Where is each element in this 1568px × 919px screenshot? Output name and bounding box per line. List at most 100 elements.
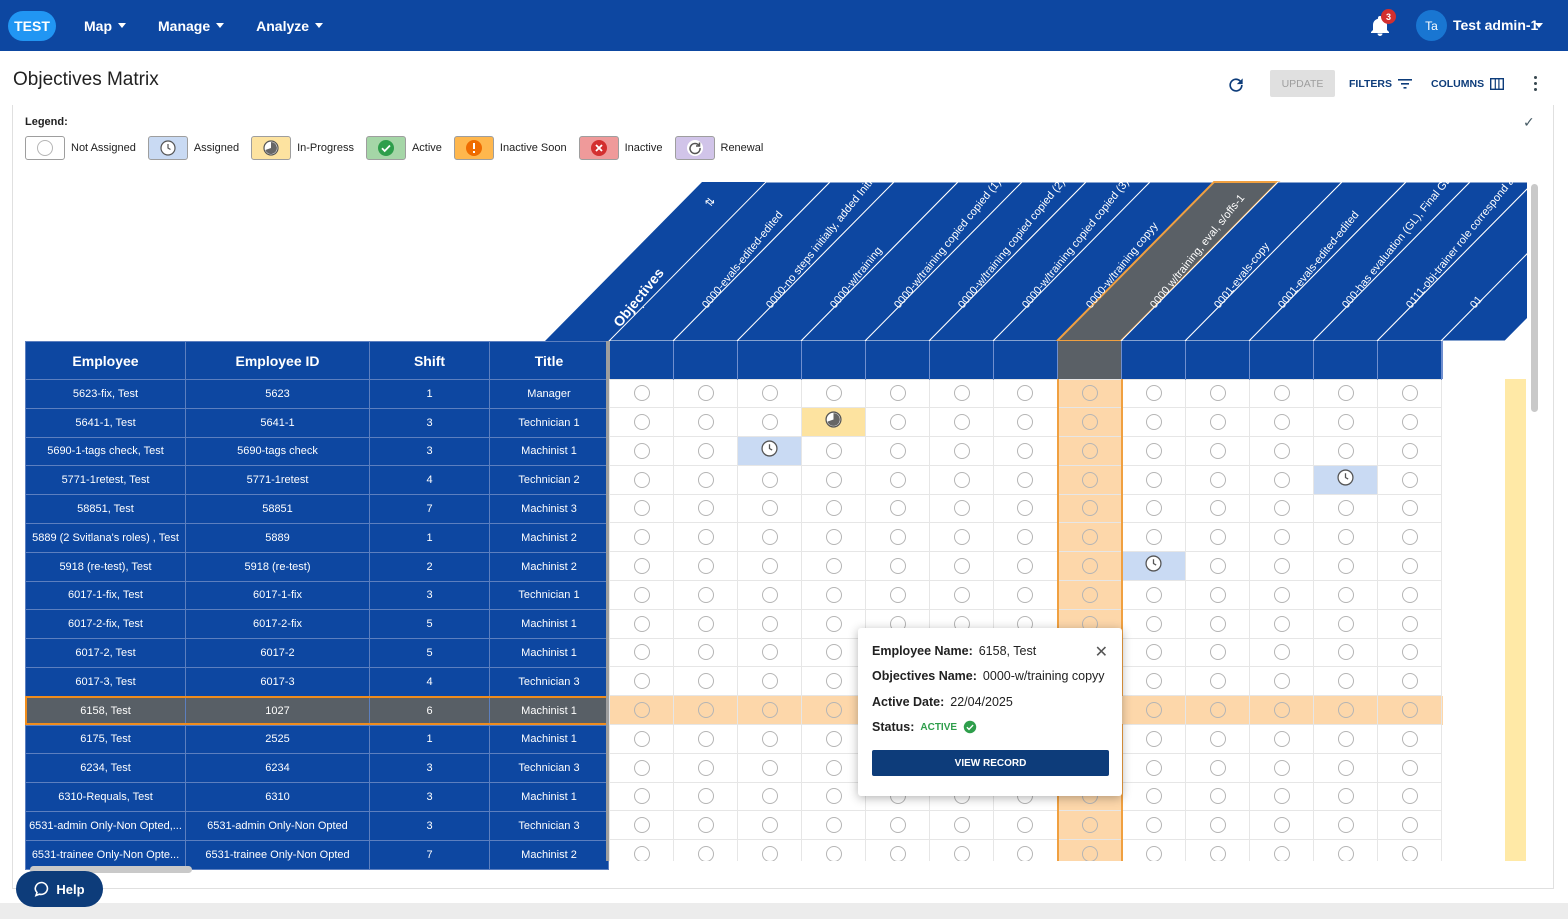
- matrix-cell[interactable]: [673, 724, 738, 754]
- matrix-cell[interactable]: [1185, 522, 1250, 553]
- user-name[interactable]: Test admin-1: [1453, 17, 1539, 33]
- matrix-cell[interactable]: [865, 493, 930, 524]
- matrix-cell[interactable]: [1313, 493, 1378, 524]
- matrix-cell[interactable]: [801, 493, 866, 524]
- column-header-employee[interactable]: Employee: [25, 341, 186, 380]
- refresh-icon[interactable]: [1226, 75, 1246, 95]
- matrix-cell[interactable]: [1121, 378, 1186, 409]
- matrix-cell[interactable]: [1121, 551, 1186, 582]
- help-button[interactable]: Help: [16, 871, 103, 907]
- matrix-cell[interactable]: [673, 464, 738, 495]
- matrix-cell[interactable]: [801, 580, 866, 610]
- matrix-column-header[interactable]: [609, 341, 674, 379]
- matrix-cell[interactable]: [1185, 695, 1250, 726]
- table-row[interactable]: 6531-trainee Only-Non Opte...6531-traine…: [25, 839, 609, 870]
- matrix-cell[interactable]: [993, 551, 1058, 582]
- matrix-column-header[interactable]: [1313, 341, 1378, 379]
- matrix-cell[interactable]: [1249, 580, 1314, 610]
- matrix-cell[interactable]: [1185, 666, 1250, 697]
- objective-column-header[interactable]: [1439, 182, 1530, 342]
- matrix-cell[interactable]: [1249, 407, 1314, 438]
- matrix-cell[interactable]: [1313, 522, 1378, 553]
- matrix-cell[interactable]: [609, 493, 674, 524]
- matrix-cell[interactable]: [737, 436, 802, 466]
- matrix-cell[interactable]: [1249, 695, 1314, 726]
- matrix-cell[interactable]: [1185, 781, 1250, 812]
- matrix-cell[interactable]: [1377, 436, 1442, 466]
- matrix-cell[interactable]: [1377, 695, 1442, 726]
- matrix-cell[interactable]: [1056, 580, 1123, 610]
- matrix-cell[interactable]: [1185, 724, 1250, 754]
- matrix-cell[interactable]: [1313, 464, 1378, 495]
- matrix-cell[interactable]: [737, 752, 802, 783]
- brand-badge[interactable]: TEST: [8, 10, 56, 41]
- matrix-cell[interactable]: [801, 752, 866, 783]
- matrix-cell[interactable]: [1249, 839, 1314, 861]
- column-header-title[interactable]: Title: [489, 341, 609, 380]
- matrix-cell[interactable]: [993, 407, 1058, 438]
- nav-manage[interactable]: Manage: [142, 18, 240, 34]
- matrix-cell[interactable]: [929, 407, 994, 438]
- close-icon[interactable]: ✕: [1094, 644, 1108, 661]
- matrix-cell[interactable]: [737, 666, 802, 697]
- matrix-cell[interactable]: [609, 608, 674, 639]
- matrix-cell[interactable]: [865, 580, 930, 610]
- matrix-cell[interactable]: [1377, 839, 1442, 861]
- column-header-employee-id[interactable]: Employee ID: [185, 341, 370, 380]
- matrix-cell[interactable]: [993, 810, 1058, 841]
- filters-button[interactable]: FILTERS: [1349, 70, 1412, 97]
- matrix-cell[interactable]: [993, 522, 1058, 553]
- matrix-cell[interactable]: [801, 810, 866, 841]
- matrix-cell[interactable]: [801, 839, 866, 861]
- matrix-column-header[interactable]: [1057, 341, 1122, 379]
- matrix-cell[interactable]: [609, 695, 674, 726]
- matrix-cell[interactable]: [1377, 608, 1442, 639]
- matrix-cell[interactable]: [609, 839, 674, 861]
- matrix-cell[interactable]: [929, 580, 994, 610]
- matrix-cell[interactable]: [1377, 781, 1442, 812]
- matrix-cell[interactable]: [1313, 407, 1378, 438]
- matrix-cell[interactable]: [1249, 464, 1314, 495]
- matrix-cell[interactable]: [1377, 637, 1442, 668]
- view-record-button[interactable]: VIEW RECORD: [872, 750, 1109, 776]
- matrix-cell[interactable]: [1313, 781, 1378, 812]
- matrix-cell[interactable]: [1056, 810, 1123, 841]
- matrix-cell[interactable]: [1056, 378, 1123, 409]
- chevron-down-icon[interactable]: [1535, 23, 1543, 28]
- matrix-cell[interactable]: [865, 436, 930, 466]
- matrix-cell[interactable]: [1121, 436, 1186, 466]
- matrix-cell[interactable]: [865, 810, 930, 841]
- matrix-column-header[interactable]: [737, 341, 802, 379]
- matrix-cell[interactable]: [673, 839, 738, 861]
- matrix-column-header[interactable]: [929, 341, 994, 379]
- matrix-cell[interactable]: [993, 580, 1058, 610]
- matrix-column-header[interactable]: [1441, 341, 1443, 379]
- column-divider[interactable]: [606, 341, 610, 861]
- matrix-cell[interactable]: [993, 436, 1058, 466]
- matrix-cell[interactable]: [737, 522, 802, 553]
- matrix-cell[interactable]: [1249, 752, 1314, 783]
- matrix-cell[interactable]: [609, 551, 674, 582]
- matrix-cell[interactable]: [609, 781, 674, 812]
- matrix-cell[interactable]: [609, 378, 674, 409]
- matrix-cell[interactable]: [1377, 378, 1442, 409]
- matrix-cell[interactable]: [801, 724, 866, 754]
- matrix-cell[interactable]: [993, 493, 1058, 524]
- matrix-cell[interactable]: [1121, 637, 1186, 668]
- matrix-cell[interactable]: [609, 810, 674, 841]
- matrix-cell[interactable]: [1185, 551, 1250, 582]
- matrix-cell[interactable]: [609, 407, 674, 438]
- matrix-cell[interactable]: [865, 839, 930, 861]
- more-vert-icon[interactable]: [1530, 76, 1540, 92]
- matrix-cell[interactable]: [1377, 666, 1442, 697]
- horizontal-scrollbar[interactable]: [30, 866, 192, 873]
- matrix-cell[interactable]: [1121, 695, 1186, 726]
- matrix-column-header[interactable]: [865, 341, 930, 379]
- matrix-cell[interactable]: [929, 551, 994, 582]
